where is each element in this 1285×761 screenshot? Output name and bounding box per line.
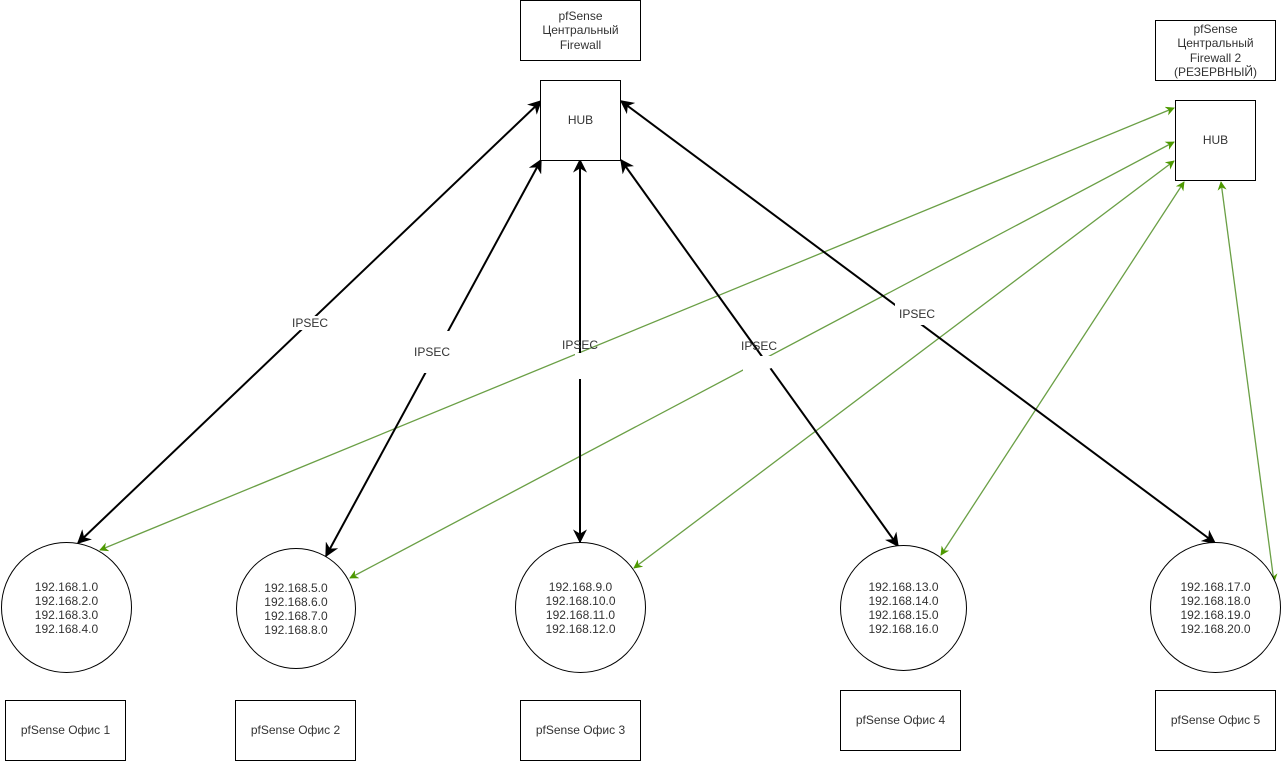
backup-link-office-5 — [1217, 181, 1278, 583]
network-entry: 192.168.7.0 — [264, 608, 328, 623]
network-entry: 192.168.16.0 — [868, 622, 939, 636]
office-1-networks[interactable]: 192.168.1.0 192.168.2.0 192.168.3.0 192.… — [1, 542, 132, 673]
office-4-firewall[interactable]: pfSense Офис 4 — [840, 690, 961, 751]
office-1-firewall-label: pfSense Офис 1 — [20, 723, 111, 738]
backup-link-office-4 — [940, 181, 1185, 556]
backup-link-office-1 — [99, 106, 1175, 552]
network-entry: 192.168.2.0 — [34, 593, 99, 608]
network-entry: 192.168.15.0 — [868, 608, 939, 622]
network-entry: 192.168.8.0 — [264, 622, 328, 637]
network-entry: 192.168.12.0 — [545, 621, 616, 636]
office-2-firewall-label: pfSense Офис 2 — [250, 723, 341, 738]
office-2-networks[interactable]: 192.168.5.0 192.168.6.0 192.168.7.0 192.… — [236, 548, 356, 669]
network-entry: 192.168.5.0 — [264, 580, 328, 595]
office-5-networks[interactable]: 192.168.17.0 192.168.18.0 192.168.19.0 1… — [1150, 542, 1281, 673]
network-entry: 192.168.20.0 — [1180, 621, 1251, 636]
network-entry: 192.168.4.0 — [34, 621, 99, 636]
office-4-networks[interactable]: 192.168.13.0 192.168.14.0 192.168.15.0 1… — [840, 545, 967, 671]
network-entry: 192.168.11.0 — [545, 607, 616, 622]
ipsec-gap-office-3 — [575, 353, 585, 379]
network-entry: 192.168.9.0 — [548, 579, 613, 594]
network-entry: 192.168.3.0 — [34, 607, 99, 622]
backup-firewall-label-line: Центральный — [1177, 36, 1254, 50]
backup-hub-label: HUB — [1202, 133, 1229, 148]
network-entry: 192.168.13.0 — [868, 580, 939, 594]
central-firewall-label-line: Центральный — [542, 23, 619, 38]
network-entry: 192.168.18.0 — [1180, 593, 1251, 608]
office-3-networks[interactable]: 192.168.9.0 192.168.10.0 192.168.11.0 19… — [515, 542, 646, 673]
office-3-firewall[interactable]: pfSense Офис 3 — [520, 700, 641, 761]
central-hub-label: HUB — [567, 113, 594, 128]
backup-firewall-label-box[interactable]: pfSense Центральный Firewall 2 (РЕЗЕРВНЫ… — [1155, 20, 1276, 81]
central-firewall-label-line: Firewall — [559, 37, 602, 52]
network-entry: 192.168.1.0 — [34, 579, 99, 594]
ipsec-label-office-3: IPSEC — [561, 338, 599, 352]
ipsec-label-office-2: IPSEC — [407, 331, 457, 373]
backup-firewall-label-line: pfSense — [1193, 21, 1238, 36]
office-5-firewall[interactable]: pfSense Офис 5 — [1155, 690, 1276, 751]
ipsec-label-office-4: IPSEC — [740, 339, 778, 353]
backup-hub[interactable]: HUB — [1175, 100, 1256, 181]
central-firewall-label-line: pfSense — [558, 8, 603, 23]
office-3-firewall-label: pfSense Офис 3 — [535, 723, 626, 738]
backup-link-office-3 — [633, 160, 1175, 569]
central-firewall-label-box[interactable]: pfSense Центральный Firewall — [520, 0, 641, 61]
network-entry: 192.168.10.0 — [545, 593, 616, 608]
network-entry: 192.168.17.0 — [1180, 579, 1251, 594]
backup-firewall-label-line: Firewall 2 — [1189, 50, 1242, 65]
ipsec-gap-office-4 — [740, 326, 785, 336]
office-4-firewall-label: pfSense Офис 4 — [855, 713, 946, 728]
ipsec-link-office-4 — [620, 158, 899, 548]
network-entry: 192.168.19.0 — [1180, 607, 1251, 622]
network-entry: 192.168.14.0 — [868, 594, 939, 608]
office-5-firewall-label: pfSense Офис 5 — [1170, 713, 1261, 728]
central-hub[interactable]: HUB — [540, 80, 621, 161]
backup-firewall-label-line: (РЕЗЕРВНЫЙ) — [1174, 65, 1257, 79]
office-2-firewall[interactable]: pfSense Офис 2 — [235, 700, 356, 761]
office-1-firewall[interactable]: pfSense Офис 1 — [5, 700, 126, 761]
network-entry: 192.168.6.0 — [264, 594, 328, 609]
ipsec-label-office-5: IPSEC — [894, 303, 940, 325]
ipsec-label-office-1: IPSEC — [290, 316, 330, 330]
